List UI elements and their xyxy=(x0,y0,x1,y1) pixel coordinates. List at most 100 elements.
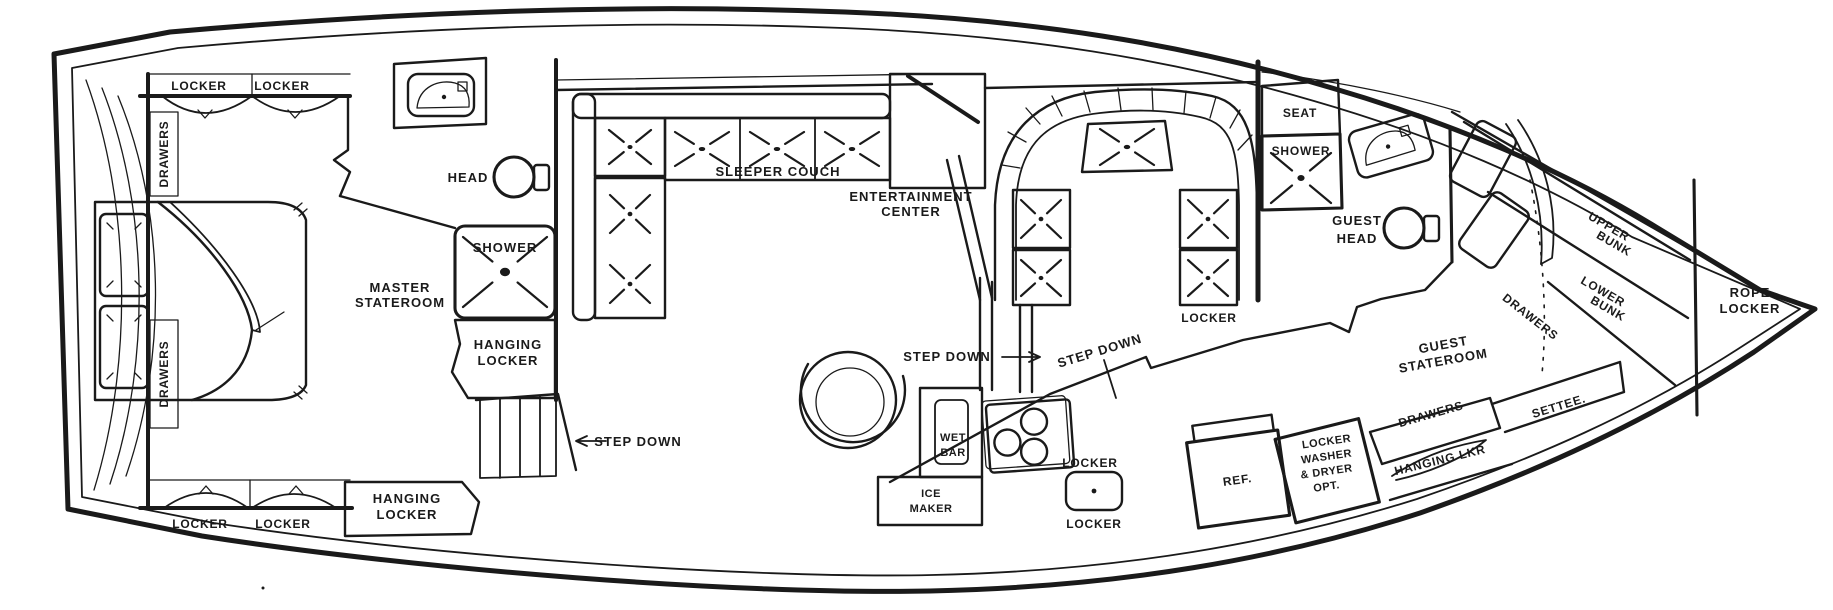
label-washer-4: OPT. xyxy=(1313,479,1341,495)
pillow-ticks xyxy=(106,222,142,380)
pillow xyxy=(98,212,150,298)
dinette-back-ribs xyxy=(1001,87,1253,169)
ink-speck xyxy=(261,586,265,590)
label-hanging-locker-aft-2: LOCKER xyxy=(377,507,438,522)
guest-pillow xyxy=(1448,119,1518,199)
cabin-top-line-1 xyxy=(555,73,933,81)
locker-door-arc-bottom xyxy=(163,492,337,509)
shower-floor-x xyxy=(1269,151,1333,205)
toilet-tank xyxy=(532,163,551,192)
galley xyxy=(876,260,1454,527)
step-edge xyxy=(474,392,578,472)
steps-master xyxy=(474,392,578,479)
dinette-seat xyxy=(1011,188,1072,250)
toilet-tank xyxy=(1422,214,1441,243)
toilet-icon xyxy=(1382,206,1426,250)
ec-cabinet xyxy=(888,72,987,190)
label-hanging-locker-aft-1: HANGING xyxy=(373,491,441,506)
sink-basin xyxy=(1365,130,1416,166)
sink-drain xyxy=(441,94,447,100)
couch-cushion-dividers xyxy=(739,117,816,181)
label-locker-top-1: LOCKER xyxy=(171,79,226,93)
label-wet-bar-1: WET xyxy=(940,432,966,444)
label-wet-bar-2: BAR xyxy=(940,447,965,459)
label-galley-locker-lower: LOCKER xyxy=(1066,517,1121,531)
sink-faucet xyxy=(457,81,468,92)
guest-head-wall xyxy=(1448,128,1454,264)
washer-body xyxy=(1273,417,1381,525)
burner xyxy=(1019,437,1049,466)
label-seat: SEAT xyxy=(1283,106,1317,120)
couch-back-horizontal xyxy=(571,92,892,120)
label-drawers-fwd: DRAWERS xyxy=(157,121,171,188)
sink-drain xyxy=(1385,144,1391,149)
locker-door-chevron-bottom xyxy=(198,485,304,495)
salon xyxy=(554,72,1041,450)
blanket-crease xyxy=(255,311,285,331)
rope-locker-bulkhead xyxy=(1692,178,1699,417)
dinette-top-wall xyxy=(983,80,1260,90)
cushion-x xyxy=(673,130,731,168)
label-step-down-salon: STEP DOWN xyxy=(903,349,991,364)
stove-edge xyxy=(981,395,1071,470)
cabin-top-line-2 xyxy=(554,82,934,92)
label-master-shower: SHOWER xyxy=(473,240,538,255)
sleeper-couch xyxy=(571,92,892,322)
stern-arc-3 xyxy=(117,95,157,477)
swivel-chair xyxy=(798,350,907,450)
chair-back xyxy=(799,362,907,444)
hanging-locker-fwd xyxy=(450,318,557,400)
stern-arc-2 xyxy=(101,87,140,485)
dinette-seat xyxy=(1011,248,1072,307)
chair-seat xyxy=(815,367,885,437)
dinette-seat xyxy=(1178,188,1239,250)
master-head xyxy=(332,56,607,538)
locker-door-chevron xyxy=(197,109,303,119)
pillow xyxy=(98,304,150,390)
entertainment-center xyxy=(888,72,994,302)
label-ref: REF. xyxy=(1222,471,1253,489)
ec-passage-wall xyxy=(945,154,994,302)
label-drawers-aft: DRAWERS xyxy=(157,341,171,408)
toilet-icon xyxy=(492,155,536,199)
refrigerator xyxy=(1185,413,1292,530)
ice-maker-cabinet xyxy=(876,475,984,527)
master-stateroom xyxy=(93,72,354,510)
sink-faucet xyxy=(1398,124,1412,138)
label-ice-maker-1: ICE xyxy=(921,488,941,500)
sink-icon xyxy=(1347,112,1435,179)
label-dinette-locker: LOCKER xyxy=(1181,311,1236,325)
drawers-band-fwd xyxy=(149,111,179,197)
hanging-lkr-band xyxy=(1388,462,1514,502)
label-ice-maker-2: MAKER xyxy=(910,503,953,515)
washer-dryer xyxy=(1273,417,1381,525)
hull-outline-inner xyxy=(71,23,1801,577)
hull xyxy=(51,6,1818,594)
galley-sink-drain xyxy=(1091,488,1097,494)
stove-top xyxy=(984,398,1076,474)
label-locker-aft-1: LOCKER xyxy=(172,517,227,531)
master-bed xyxy=(93,200,308,402)
hanging-garment xyxy=(1391,439,1487,481)
chair-outer xyxy=(798,350,898,450)
cushion-x xyxy=(607,128,653,166)
label-bunk-drawers: DRAWERS xyxy=(1500,291,1561,343)
label-hanging-locker-fwd-2: LOCKER xyxy=(478,353,539,368)
label-hanging-locker-fwd-1: HANGING xyxy=(474,337,542,352)
dinette-booth xyxy=(983,59,1261,307)
guest-pillow xyxy=(1458,191,1530,269)
label-entertainment-center-1: ENTERTAINMENT xyxy=(849,189,972,204)
label-step-down-galley: STEP DOWN xyxy=(1056,331,1144,371)
stove xyxy=(981,395,1076,474)
labels: LOCKER LOCKER DRAWERS DRAWERS HEAD SHOWE… xyxy=(157,79,1779,531)
settee-band xyxy=(1490,360,1626,434)
locker-door-arc xyxy=(161,95,341,114)
dinette-seat xyxy=(1178,248,1239,307)
label-head: HEAD xyxy=(448,170,489,185)
label-step-down-fwd: STEP DOWN xyxy=(594,434,682,449)
label-entertainment-center-2: CENTER xyxy=(881,204,940,219)
cushion-x xyxy=(608,263,652,305)
sink-icon xyxy=(406,72,476,118)
shower-stall xyxy=(453,224,557,320)
